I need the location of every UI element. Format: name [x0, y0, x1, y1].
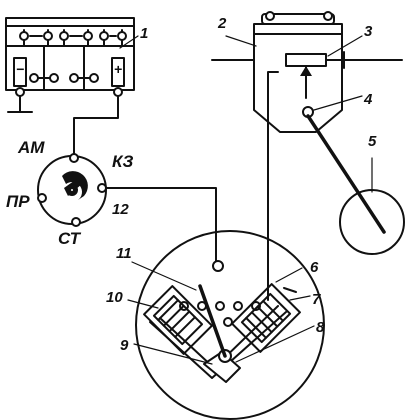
left-coil: [143, 285, 213, 355]
callout-1: 1: [140, 25, 148, 42]
switch-terminal-am: [69, 153, 79, 163]
leader-6: [275, 267, 303, 283]
wire-battery-to-switch: [73, 95, 119, 159]
battery-case: [5, 17, 135, 91]
armature: [203, 351, 241, 383]
switch-terminal-pr: [37, 193, 47, 203]
label-pr: ПР: [6, 192, 30, 211]
sender-housing: [253, 23, 343, 133]
callout-6: 6: [310, 259, 319, 276]
gauge-terminal: [212, 260, 224, 272]
callout-10: 10: [106, 289, 123, 306]
float: [339, 189, 405, 255]
leader-1: [119, 35, 139, 49]
leader-3: [327, 35, 363, 57]
label-st: СТ: [58, 229, 82, 248]
label-am: АМ: [17, 138, 45, 157]
callout-11: 11: [116, 245, 132, 262]
switch-terminal-st: [71, 217, 81, 227]
gauge-body: [135, 230, 325, 420]
callout-5: 5: [368, 133, 377, 150]
leader-10: [127, 299, 159, 309]
leader-4: [313, 95, 363, 111]
pointer-stop: [283, 287, 297, 293]
negative-terminal: [13, 57, 27, 87]
plus-sign: +: [114, 61, 122, 77]
magnetic-core: [149, 311, 287, 379]
minus-sign: −: [16, 61, 24, 77]
callout-4: 4: [363, 91, 373, 108]
callout-2: 2: [217, 15, 227, 32]
ignition-switch: АМ КЗ ПР СТ 12: [6, 138, 133, 248]
sender-cap: [261, 13, 335, 25]
leader-2: [225, 35, 257, 47]
switch-rotor: [62, 171, 88, 200]
callout-3: 3: [364, 23, 373, 40]
battery: − + 1: [5, 17, 148, 113]
tank-sender: 2 3 4 5: [211, 11, 405, 255]
positive-terminal: [111, 57, 125, 87]
switch-terminal-kz: [97, 183, 107, 193]
rheostat: [285, 53, 327, 67]
leader-11: [131, 261, 197, 291]
wire-switch-to-gauge: [105, 187, 217, 265]
gauge-pointer: [198, 284, 227, 358]
callout-9: 9: [120, 337, 129, 354]
float-arm: [306, 114, 386, 234]
battery-cell-links: [19, 29, 127, 47]
wire-sender-to-gauge: [267, 71, 279, 301]
callout-7: 7: [312, 291, 321, 308]
leader-9: [133, 343, 213, 365]
label-kz: КЗ: [112, 152, 133, 171]
leader-7: [289, 295, 311, 301]
callout-12: 12: [112, 201, 129, 218]
fuel-gauge: 11 6 7 8 9 10: [106, 230, 325, 420]
leader-8: [235, 325, 315, 363]
callout-8: 8: [316, 319, 325, 336]
battery-lower-links: [29, 73, 99, 83]
gauge-scale: [179, 301, 261, 311]
